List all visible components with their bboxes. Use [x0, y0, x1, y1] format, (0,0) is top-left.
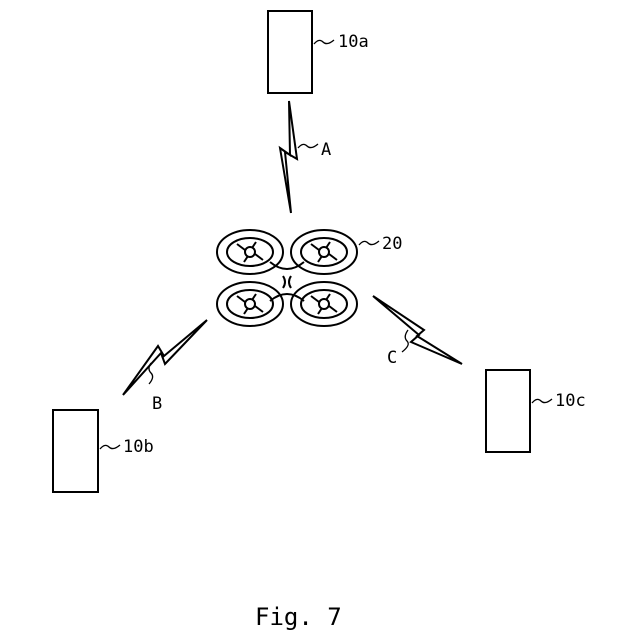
lightning-signal-icon [280, 101, 297, 213]
terminal-10b-label: 10b [123, 437, 154, 457]
rotor-bottom-right [291, 282, 357, 326]
link-b-leader [149, 363, 153, 384]
terminal-10c-leader [532, 399, 552, 403]
terminal-10b: 10b [53, 410, 154, 492]
quadcopter-drone-icon [217, 230, 357, 326]
drone-20-label: 20 [382, 234, 402, 254]
terminal-10b-leader [100, 445, 120, 449]
terminal-10b-box [53, 410, 98, 492]
terminal-10c-box [486, 370, 530, 452]
rotor-bottom-left [217, 282, 283, 326]
terminal-10a-leader [314, 40, 334, 44]
terminal-10a: 10a [268, 11, 369, 93]
rotor-top-left [217, 230, 283, 274]
link-c: C [373, 296, 462, 368]
link-a: A [280, 101, 331, 213]
terminal-10c: 10c [486, 370, 586, 452]
terminal-10a-box [268, 11, 312, 93]
rotor-top-right [291, 230, 357, 274]
terminal-10c-label: 10c [555, 391, 586, 411]
link-b: B [123, 320, 207, 414]
link-a-leader [298, 144, 318, 148]
figure-caption: Fig. 7 [255, 603, 342, 631]
terminal-10a-label: 10a [338, 32, 369, 52]
lightning-signal-icon [123, 320, 207, 395]
link-a-label: A [321, 140, 331, 160]
drone-20: 20 [217, 230, 402, 326]
link-c-label: C [387, 348, 397, 368]
drone-body [270, 262, 304, 301]
link-b-label: B [152, 394, 162, 414]
link-c-leader [402, 330, 408, 352]
drone-20-leader [359, 241, 379, 245]
